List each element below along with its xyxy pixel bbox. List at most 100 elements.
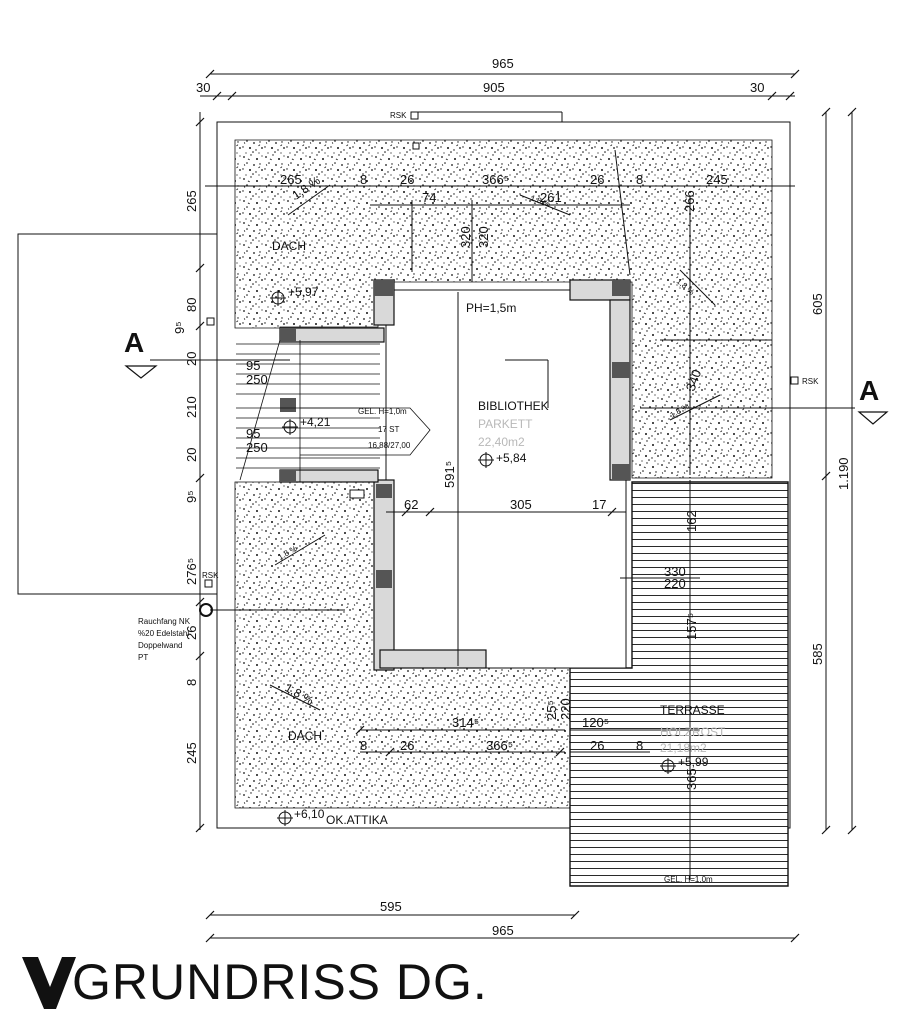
dim-row-3: 366⁵ [482,172,509,187]
library-name: BIBLIOTHEK [478,399,549,413]
dim-left-2: 9⁵ [172,321,187,334]
dimension-lines [150,73,855,939]
library-ph: PH=1,5m [466,301,516,315]
dim-left-8: 26 [184,626,199,640]
dim-room-height: 591⁵ [442,461,457,488]
library-room [385,289,627,669]
stairs-ratio: 16,88/27,00 [368,441,411,450]
terrace-area: 21,18m2 [660,741,707,755]
library-level: +5,84 [496,451,527,465]
svg-text:Doppelwand: Doppelwand [138,641,182,650]
rsk-label-right: RSK [802,377,819,386]
dim-bottom-4: 25⁵ [544,700,559,720]
level-markers [199,290,676,826]
dim-terrace-1: 330 [664,564,686,579]
dim-stair-1: 250 [246,372,268,387]
dim-stair-3: 250 [246,440,268,455]
dim-bottom-0: 8 [360,738,367,753]
dim-room-2: 17 [592,497,606,512]
dim-room-0: 62 [404,497,418,512]
dim-bottom-2: 366⁵ [486,738,513,753]
attika-label: OK.ATTIKA [326,813,388,827]
dim-terrace-3: 157⁵ [684,613,699,640]
dim-left-1: 80 [184,298,199,312]
roof-top-level: +5,97 [288,285,319,299]
adjacent-outline [17,233,217,595]
dim-bottom-5: 220 [558,698,573,720]
building-outline [216,121,791,829]
rsk-label-top: RSK [390,111,407,120]
roof-bottom-level: +6,10 [294,807,325,821]
svg-text:Rauchfang NK: Rauchfang NK [138,617,191,626]
drawing-title: GRUNDRISS DG. [20,950,488,1014]
stairs-count: 17 ST [378,425,399,434]
dim-top-right: 30 [750,80,764,95]
drawing-title-text: GRUNDRISS DG. [72,954,488,1010]
dim-terrace-5: 26 [590,738,604,753]
dim-top-left: 30 [196,80,210,95]
slope-arrows [269,149,721,711]
dim-bottom-total: 965 [492,923,514,938]
dim-terrace-6: 8 [636,738,643,753]
stairs-level: +4,21 [300,415,331,429]
terrace-name: TERRASSE [660,703,725,717]
terrace-level: +5,99 [678,755,709,769]
section-marker-left: A [124,327,158,379]
dim-row-2: 26 [400,172,414,187]
terrace-deck [569,481,789,887]
dim-terrace-2: 220 [664,576,686,591]
logo-icon [22,957,76,1009]
dim-left-0: 265 [184,190,199,212]
dim-row-1: 8 [360,172,367,187]
dim-room-1: 305 [510,497,532,512]
library-area: 22,40m2 [478,435,525,449]
dim-misc-4: 266 [682,190,697,212]
dim-left-4: 210 [184,396,199,418]
roof-top-name: DACH [272,239,306,253]
dim-bottom-partial: 595 [380,899,402,914]
dim-top-inner: 905 [483,80,505,95]
svg-text:%20 Edelstahl: %20 Edelstahl [138,629,189,638]
chimney-note: Rauchfang NK %20 Edelstahl Doppelwand PT [138,617,191,662]
dim-terrace-7: 365 [684,768,699,790]
dim-stair-2: 95 [246,426,260,441]
library-floor: PARKETT [478,417,533,431]
section-marker-right: A [857,375,889,425]
dim-stair-0: 95 [246,358,260,373]
dim-right-total: 1.190 [836,457,851,490]
terrace-floor: HOLZROST [660,725,726,739]
dim-left-7: 276⁵ [184,558,199,585]
stairs [236,339,431,482]
dim-misc-5: 340 [683,368,705,394]
dim-row-6: 245 [706,172,728,187]
dim-row-4: 26 [590,172,604,187]
dim-left-3: 20 [184,352,199,366]
roof-bottom-name: DACH [288,729,322,743]
dimension-ticks [195,69,857,943]
dim-right-lower: 585 [810,643,825,665]
dim-misc-3: 320 [476,226,491,248]
dim-bottom-1: 26 [400,738,414,753]
terrace-gel: GEL. H=1,0m [664,875,713,884]
svg-text:A: A [124,327,144,358]
dim-misc-0: 74 [422,190,436,205]
dim-row-0: 265 [280,172,302,187]
dim-misc-1: 261 [540,190,562,205]
dim-left-5: 20 [184,448,199,462]
stairs-gel: GEL. H=1,0m [358,407,407,416]
dim-row-5: 8 [636,172,643,187]
dim-misc-2: 320 [458,226,473,248]
rsk-markers [204,111,799,588]
dim-right-upper: 605 [810,293,825,315]
dim-top-total: 965 [492,56,514,71]
rsk-label-left: RSK [202,571,219,580]
dim-left-10: 245 [184,742,199,764]
dim-left-6: 9⁵ [184,490,199,503]
dim-bottom-3: 314⁵ [452,715,479,730]
wall-columns [280,280,630,588]
dim-left-9: 8 [184,679,199,686]
svg-text:PT: PT [138,653,148,662]
dim-terrace-0: 162 [684,510,699,532]
dim-terrace-4: 120⁵ [582,715,609,730]
